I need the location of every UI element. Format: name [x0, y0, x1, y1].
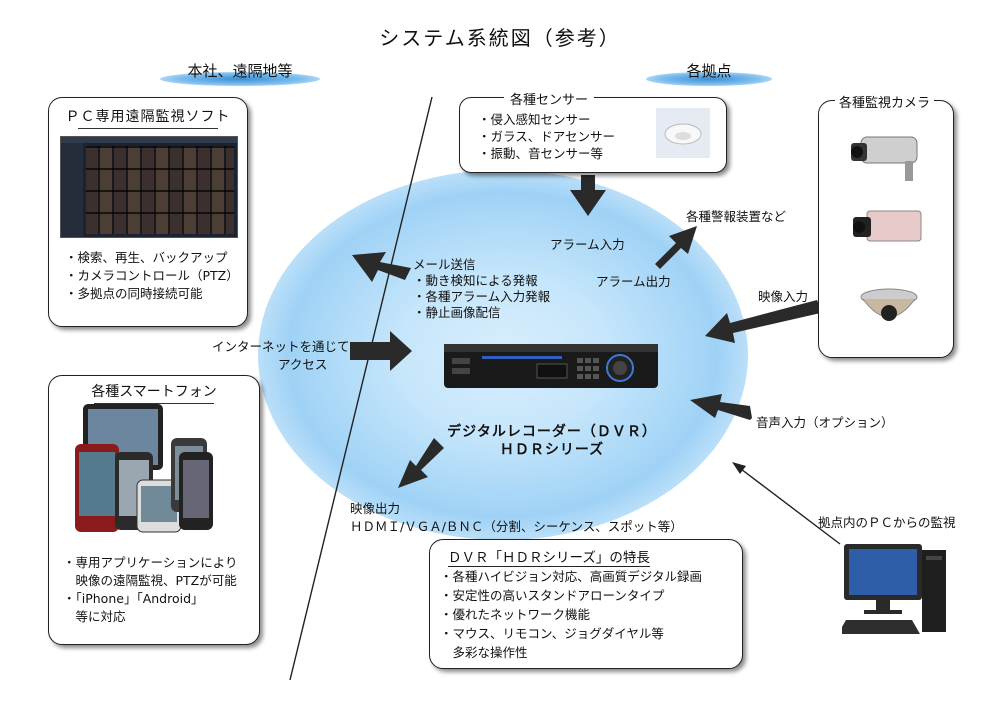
smartphone-illustration: [75, 404, 213, 533]
sensors-heading: 各種センサー: [504, 89, 595, 108]
diagram-title: システム系統図（参考）: [379, 26, 621, 50]
feature-item-5: 多彩な操作性: [440, 645, 528, 660]
pc-monitor-arrowhead: [732, 462, 746, 474]
smartphone-box: 各種スマートフォン ・専用アプリケーションにより 映像の遠隔監視、PTZが可能 …: [48, 375, 260, 645]
internet-access-arrow: [350, 331, 412, 371]
pc-feature-2: ・カメラコントロール（PTZ）: [65, 268, 239, 283]
video-out-label-1: 映像出力: [350, 501, 401, 516]
cameras-box: 各種監視カメラ: [818, 92, 954, 358]
video-in-arrow: [705, 300, 825, 343]
alarm-in-arrow: [570, 175, 606, 216]
audio-in-arrow: [690, 394, 752, 420]
feature-item-1: ・各種ハイビジョン対応、高画質デジタル録画: [440, 569, 703, 584]
feature-item-2: ・安定性の高いスタンドアローンタイプ: [440, 588, 665, 603]
dvr-device-image: [444, 344, 658, 388]
feature-item-3: ・優れたネットワーク機能: [440, 607, 591, 622]
features-heading: ＤＶＲ「ＨＤＲシリーズ」の特長: [448, 546, 650, 567]
region-right-text: 各拠点: [686, 62, 732, 80]
region-label-right: 各拠点: [646, 60, 772, 90]
pc-monitor-label: 拠点内のＰＣからの監視: [818, 515, 956, 530]
sensor-item-3: ・振動、音センサー等: [478, 146, 604, 161]
bullet-camera-icon: [851, 136, 918, 181]
region-label-left: 本社、遠隔地等: [160, 60, 320, 90]
internet-label-2: アクセス: [278, 357, 328, 372]
alarm-devices-label: 各種警報装置など: [686, 209, 787, 224]
sensors-box: 各種センサー ・侵入感知センサー ・ガラス、ドアセンサー ・振動、音センサー等: [459, 89, 727, 173]
features-box: ＤＶＲ「ＨＤＲシリーズ」の特長 ・各種ハイビジョン対応、高画質デジタル録画 ・安…: [429, 539, 743, 669]
divider-line: [289, 96, 433, 681]
alarm-out-arrow: [655, 226, 697, 269]
pc-feature-3: ・多拠点の同時接続可能: [65, 286, 203, 301]
smartphone-feature-4: 等に対応: [63, 609, 126, 624]
pc-software-box: ＰＣ専用遠隔監視ソフト ・検索、再生、バックアップ ・カメラコントロール（PTZ…: [48, 97, 248, 327]
video-in-label: 映像入力: [758, 289, 809, 304]
audio-in-label: 音声入力（オプション）: [756, 415, 894, 430]
smartphone-feature-2: 映像の遠隔監視、PTZが可能: [63, 573, 237, 588]
alarm-out-label: アラーム出力: [596, 274, 671, 289]
pc-monitor-line: [736, 465, 841, 545]
desktop-pc-icon: [842, 544, 946, 634]
region-ellipse-left: [160, 72, 320, 86]
dome-camera-icon: [860, 288, 918, 321]
sensor-device-icon: [656, 108, 710, 158]
pc-feature-1: ・検索、再生、バックアップ: [65, 250, 228, 265]
dvr-name-line1: デジタルレコーダー（ＤＶＲ）: [447, 424, 657, 440]
smartphone-feature-1: ・専用アプリケーションにより: [63, 555, 238, 570]
video-out-label-2: ＨＤＭＩ/ＶＧＡ/ＢＮＣ（分割、シーケンス、スポット等）: [350, 519, 683, 534]
alarm-in-label: アラーム入力: [550, 237, 625, 252]
region-left-text: 本社、遠隔地等: [187, 62, 293, 80]
region-ellipse-right: [646, 72, 772, 86]
sensor-item-1: ・侵入感知センサー: [478, 112, 591, 127]
smartphone-heading: 各種スマートフォン: [91, 384, 217, 400]
mail-item-1: ・動き検知による発報: [413, 273, 538, 288]
box-camera-icon: [853, 210, 922, 242]
software-screenshot: [60, 136, 238, 238]
feature-item-4: ・マウス、リモコン、ジョグダイヤル等: [440, 626, 664, 641]
internet-label-1: インターネットを通じて: [212, 339, 350, 354]
dvr-name-line2: ＨＤＲシリーズ: [499, 442, 605, 458]
pc-software-heading: ＰＣ専用遠隔監視ソフト: [65, 109, 231, 125]
mail-item-3: ・静止画像配信: [413, 305, 501, 320]
cameras-heading: 各種監視カメラ: [835, 92, 935, 111]
mail-send-label: メール送信: [413, 257, 476, 272]
video-out-arrow: [398, 438, 444, 488]
mail-send-arrow: [352, 252, 411, 282]
smartphone-feature-3: ・「iPhone」「Android」: [63, 591, 204, 606]
sensor-item-2: ・ガラス、ドアセンサー: [478, 129, 616, 144]
mail-item-2: ・各種アラーム入力発報: [413, 289, 551, 304]
